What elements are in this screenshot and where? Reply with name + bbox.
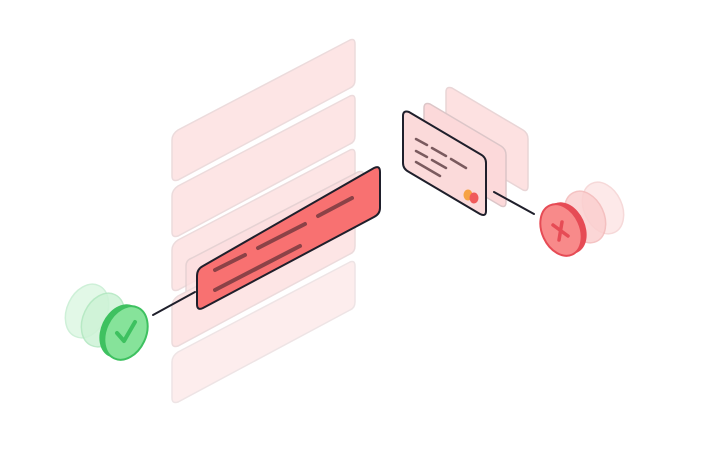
card-number-lines: [414, 137, 468, 178]
text-line: [213, 244, 302, 292]
success-connector-line: [152, 291, 196, 316]
card-text-line: [414, 149, 429, 159]
text-line: [213, 253, 247, 272]
card-text-line: [414, 160, 442, 178]
text-line: [256, 222, 307, 250]
ghost-row: [171, 260, 356, 404]
active-input-field: [196, 166, 381, 310]
credit-card: [402, 110, 487, 216]
active-field-text-lines: [213, 196, 354, 292]
credit-card-stack: [402, 86, 529, 216]
mastercard-logo-icon: [463, 189, 479, 204]
close-icon: [551, 220, 570, 242]
text-line: [316, 196, 354, 218]
success-indicator: [64, 283, 196, 361]
check-icon: [115, 320, 137, 343]
card-text-line: [449, 157, 468, 170]
success-disc: [103, 305, 149, 361]
card-text-line: [430, 158, 448, 170]
card-text-line: [414, 137, 429, 147]
card-text-line: [430, 146, 448, 158]
ghost-row: [171, 38, 356, 182]
ghost-row: [171, 94, 356, 238]
error-indicator: [493, 181, 625, 257]
error-connector-line: [493, 191, 535, 215]
